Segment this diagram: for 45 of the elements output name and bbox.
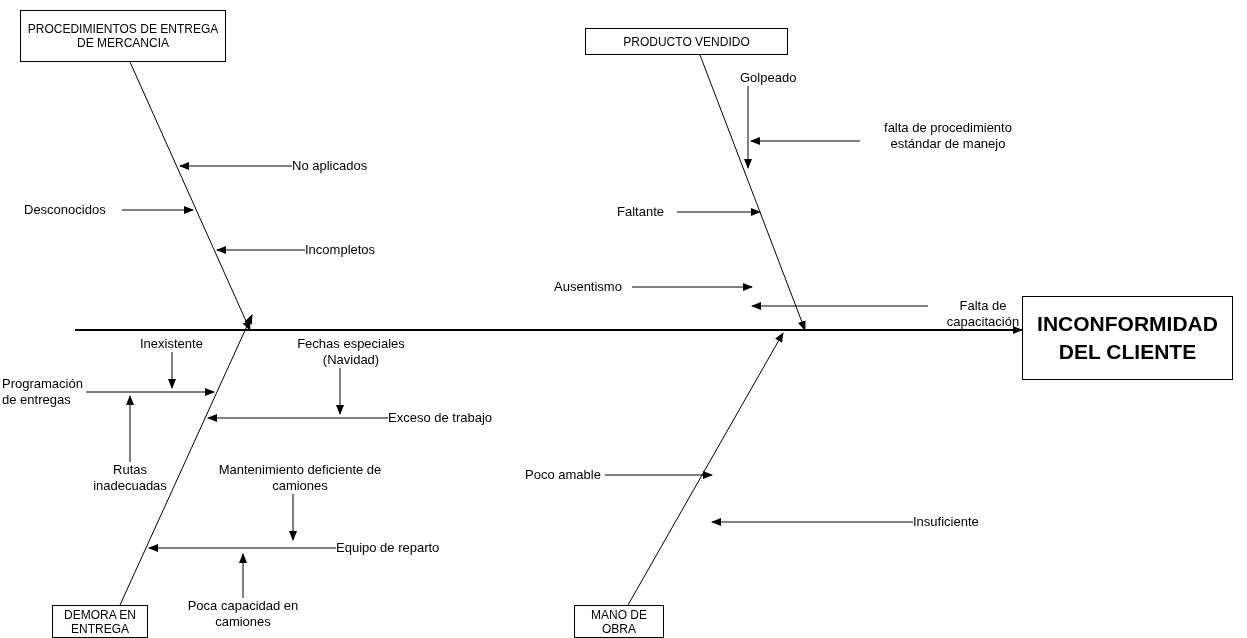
arrow [711, 518, 914, 526]
cause-label: Golpeado [740, 70, 810, 86]
cause-label: Poco amable [525, 467, 605, 483]
cause-label: Exceso de trabajo [388, 410, 508, 426]
cause-label: Desconocidos [24, 202, 122, 218]
arrow [751, 302, 929, 310]
arrow [126, 395, 134, 463]
cause-label: Insuficiente [913, 514, 998, 530]
cause-label: Inexistente [140, 336, 204, 352]
cause-label: Rutas inadecuadas [90, 462, 170, 494]
arrow [216, 246, 306, 254]
arrow [179, 162, 293, 170]
arrow [604, 471, 713, 479]
spine-arrow [74, 326, 1023, 334]
arrow [336, 367, 344, 415]
category-box: MANO DE OBRA [574, 605, 664, 638]
category-box: DEMORA EN ENTREGA [52, 605, 148, 638]
cause-label: No aplicados [292, 158, 372, 174]
arrow [148, 544, 337, 552]
category-box: PRODUCTO VENDIDO [585, 28, 788, 55]
arrow [631, 283, 753, 291]
arrow [129, 61, 251, 331]
arrow [289, 493, 297, 541]
cause-label: Incompletos [305, 242, 385, 258]
cause-label: Equipo de reparto [336, 540, 456, 556]
arrow [85, 388, 215, 396]
cause-label: Fechas especiales (Navidad) [296, 336, 406, 368]
arrow [744, 85, 752, 169]
category-box: PROCEDIMIENTOS DE ENTREGA DE MERCANCIA [20, 10, 226, 62]
arrow [750, 137, 861, 145]
cause-label: Faltante [617, 204, 677, 220]
cause-label: Programación de entregas [2, 376, 86, 408]
arrow [676, 208, 761, 216]
arrow [121, 206, 194, 214]
arrow [119, 314, 253, 606]
effect-box: INCONFORMIDAD DEL CLIENTE [1022, 296, 1233, 380]
cause-label: falta de procedimiento estándar de manejo [860, 120, 1036, 152]
cause-label: Poca capacidad en camiones [183, 598, 303, 630]
arrow [168, 351, 176, 389]
cause-label: Mantenimiento deficiente de camiones [215, 462, 385, 494]
arrow [207, 414, 389, 422]
cause-label: Ausentismo [554, 279, 634, 295]
arrow [239, 553, 247, 599]
arrow [627, 332, 784, 606]
arrow [699, 54, 806, 331]
